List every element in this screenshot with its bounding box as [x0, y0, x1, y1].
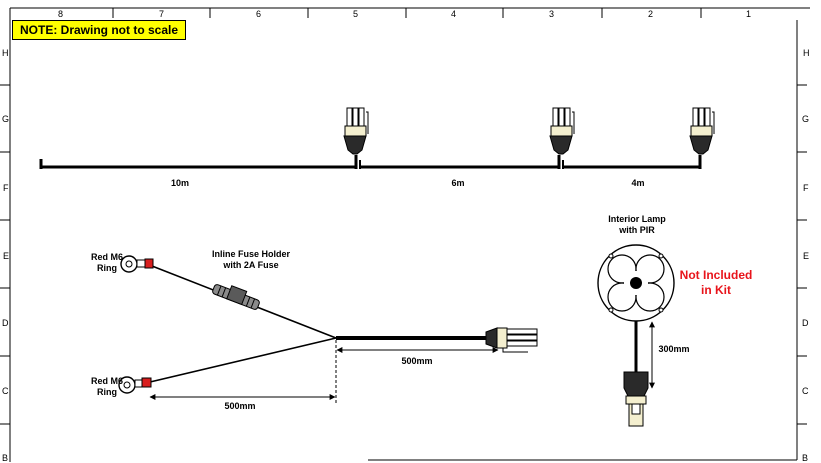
connector-plug-1 [343, 107, 369, 155]
interior-lamp [597, 244, 675, 427]
lamp-title: Interior Lamp with PIR [608, 214, 666, 235]
ruler-left-g: G [2, 114, 10, 124]
ruler-top-5: 5 [353, 9, 359, 19]
segment-label-1: 10m [170, 178, 189, 188]
ruler-top-3: 3 [549, 9, 555, 19]
ring-label-bottom: Red M6 Ring [90, 376, 123, 397]
ruler-right-d: D [802, 318, 809, 328]
connector-plug-3 [689, 107, 715, 155]
ruler-top-2: 2 [648, 9, 654, 19]
ring-label-top: Red M6 Ring [90, 252, 123, 273]
ruler-right-e: E [803, 251, 810, 261]
side-ruler-ticks [0, 84, 807, 425]
pir-sensor [630, 277, 642, 289]
ruler-right-g: G [802, 114, 810, 124]
ruler-top-7: 7 [159, 9, 165, 19]
extension-harness [39, 155, 702, 169]
power-lead [118, 255, 538, 404]
note-banner: NOTE: Drawing not to scale [12, 20, 186, 40]
connector-plug-2 [549, 107, 575, 155]
ruler-right-b: B [802, 453, 809, 463]
ruler-right-h: H [803, 48, 810, 58]
ruler-left-h: H [2, 48, 9, 58]
ruler-left-f: F [3, 183, 9, 193]
ruler-right-f: F [803, 183, 809, 193]
segment-label-2: 6m [451, 178, 465, 188]
ruler-top-8: 8 [58, 9, 64, 19]
ruler-top-1: 1 [746, 9, 752, 19]
ruler-left-c: C [2, 386, 9, 396]
ruler-right-c: C [802, 386, 809, 396]
connector-plug-power [485, 327, 538, 353]
ruler-top-4: 4 [451, 9, 457, 19]
ruler-top-6: 6 [256, 9, 262, 19]
lamp-status: Not Included in Kit [679, 268, 753, 297]
ruler-left-d: D [2, 318, 9, 328]
segment-label-3: 4m [631, 178, 645, 188]
ruler-left-b: B [2, 453, 9, 463]
top-ruler-ticks [112, 8, 702, 18]
fuse-holder-label: Inline Fuse Holder with 2A Fuse [211, 249, 290, 270]
fuse-holder [212, 284, 260, 310]
ruler-left-e: E [3, 251, 10, 261]
dim-label-branch: 500mm [224, 401, 256, 411]
lamp-dim-label: 300mm [658, 344, 690, 354]
dim-label-main: 500mm [401, 356, 433, 366]
